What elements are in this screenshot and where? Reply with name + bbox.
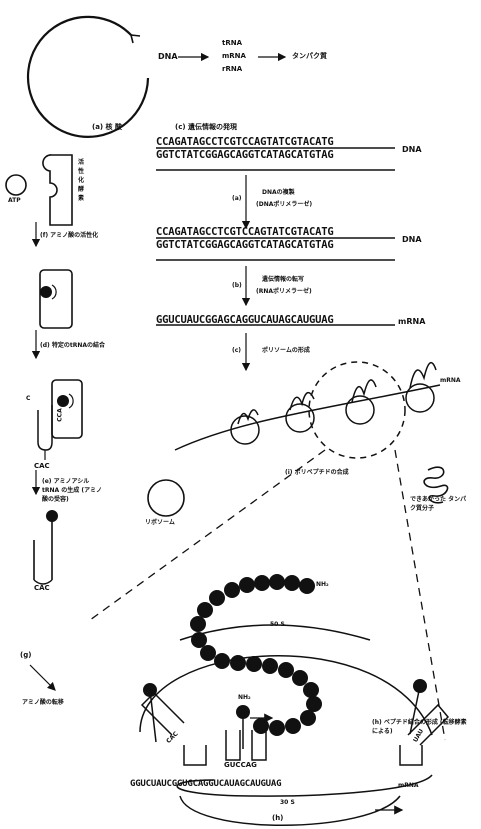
step-transport: アミノ酸の転移 xyxy=(22,700,64,706)
nh2-top: NH₂ xyxy=(316,582,329,588)
atp-circle xyxy=(6,175,26,195)
step-replication: DNAの複製 xyxy=(262,190,295,196)
step-replication-enzyme: (DNAポリメラーゼ) xyxy=(256,202,312,208)
dna-strand-3: CCAGATAGCCTCGTCCAGTATCGTACATG xyxy=(156,227,334,238)
step-polysome-tag: (c) xyxy=(232,348,241,354)
label-a-nucleic: (a) 核 酸 xyxy=(92,124,122,131)
enzyme-shape xyxy=(43,155,72,225)
rrna-label: rRNA xyxy=(222,66,242,73)
protein-label: タンパク質 xyxy=(292,53,327,60)
cac-label-1: CAC xyxy=(34,463,50,470)
mrna-label: mRNA xyxy=(398,318,425,326)
trna-label: tRNA xyxy=(222,40,242,47)
detail-mrna-label: mRNA xyxy=(398,783,419,789)
label-c-expression: (c) 遺伝情報の発現 xyxy=(175,124,237,131)
step-polysome: ポリソームの形成 xyxy=(262,348,310,354)
step-transfer: (e) アミノアシル tRNA の生成 (アミノ酸の受容) xyxy=(42,477,104,504)
label-cca: CCA xyxy=(58,408,64,421)
step-activation: (f) アミノ酸の活性化 xyxy=(40,233,98,239)
nucleus-circle xyxy=(28,17,148,137)
trna-shape xyxy=(38,405,52,450)
label-c-small: C xyxy=(26,396,30,402)
large-subunit-label: 50 S xyxy=(270,622,285,628)
label-h: (h) xyxy=(272,815,283,822)
anticodon: GUCCAG xyxy=(224,762,257,769)
amino-acid-dot xyxy=(40,286,52,298)
step-transcription-enzyme: (RNAポリメラーゼ) xyxy=(256,289,312,295)
ribosome-label: リボソーム xyxy=(145,520,175,526)
cac-label-2: CAC xyxy=(34,585,50,592)
synthesis-label: (i) ポリペプチドの合成 xyxy=(285,470,349,476)
mrna-sequence: GGUCUAUCGGAGCAGGUCAUAGCAUGUAG xyxy=(156,315,334,326)
step-replication-tag: (a) xyxy=(232,196,242,202)
step-binding: (d) 特定のtRNAの結合 xyxy=(40,343,105,349)
finished-protein-label: できあがった タンパク質分子 xyxy=(410,495,472,513)
enzyme-2 xyxy=(40,270,72,328)
atp-label: ATP xyxy=(8,198,21,204)
label-g: (g) xyxy=(20,652,31,659)
peptide-bond-label: (h) ペプチド結合の形成 (転移酵素による) xyxy=(372,718,472,736)
nh2-bottom: NH₂ xyxy=(238,695,251,701)
peptide-chain xyxy=(143,574,427,736)
dna-strand-2: GGTCTATCGGAGCAGGTCATAGCATGTAG xyxy=(156,150,334,161)
mrna-label-overview: mRNA xyxy=(222,53,246,60)
step-transcription: 遺伝情報の転写 xyxy=(262,277,304,283)
detail-mrna-sequence: GGUCUAUCGGUGCAGGUCAUAGCAUGUAG xyxy=(130,780,281,789)
enzyme-label: 活性化酵素 xyxy=(78,158,88,203)
aminoacyl-trna xyxy=(34,510,58,584)
dna-strand-1: CCAGATAGCCTCGTCCAGTATCGTACATG xyxy=(156,137,334,148)
step-transcription-tag: (b) xyxy=(232,283,242,289)
ribosome-single xyxy=(148,480,184,516)
dna-label-2: DNA xyxy=(402,236,422,244)
polysome-mrna-label: mRNA xyxy=(440,378,461,384)
polysome xyxy=(175,362,440,458)
dna-label-overview: DNA xyxy=(158,53,178,61)
dna-strand-4: GGTCTATCGGAGCAGGTCATAGCATGTAG xyxy=(156,240,334,251)
zoom-lines xyxy=(90,450,445,740)
dna-label-1: DNA xyxy=(402,146,422,154)
small-subunit-label: 30 S xyxy=(280,800,295,806)
